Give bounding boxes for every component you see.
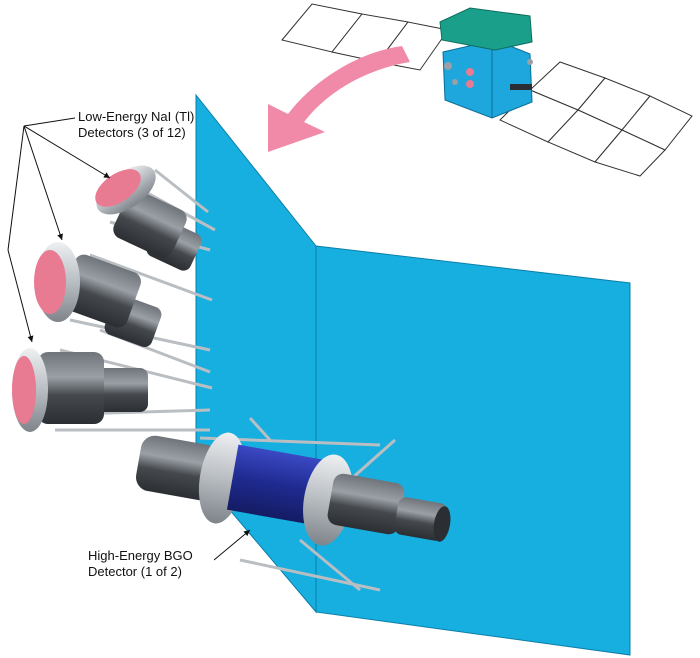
nai-detector-2 [34,242,213,374]
nai-window-2 [34,250,66,314]
nai-label-line-1: Low-Energy NaI (Tl) [78,109,195,124]
nai-window-1 [95,169,141,207]
bgo-label-line-1: High-Energy BGO [88,548,193,563]
bgo-crystal [226,444,328,526]
nai-detector-1 [95,165,216,271]
nai-label-leaders [7,117,111,343]
bgo-detector [135,416,451,592]
nai-detector-3 [12,348,213,432]
spacecraft-body [442,39,533,119]
bgo-label-line-2: Detector (1 of 2) [88,564,182,579]
solar-array-right [499,61,693,177]
curved-arrow-icon [268,46,410,152]
nai-label-line-2: Detectors (3 of 12) [78,125,186,140]
spacecraft-icon [281,3,693,177]
mounting-panel-left [195,93,317,614]
bgo-label-leader [213,529,251,561]
nai-detectors-label: Low-Energy NaI (Tl) Detectors (3 of 12) [78,109,194,141]
spacecraft-top [439,7,533,51]
mounting-panel-right [315,245,631,656]
bgo-detector-label: High-Energy BGO Detector (1 of 2) [88,548,193,580]
nai-window-3 [12,356,36,424]
